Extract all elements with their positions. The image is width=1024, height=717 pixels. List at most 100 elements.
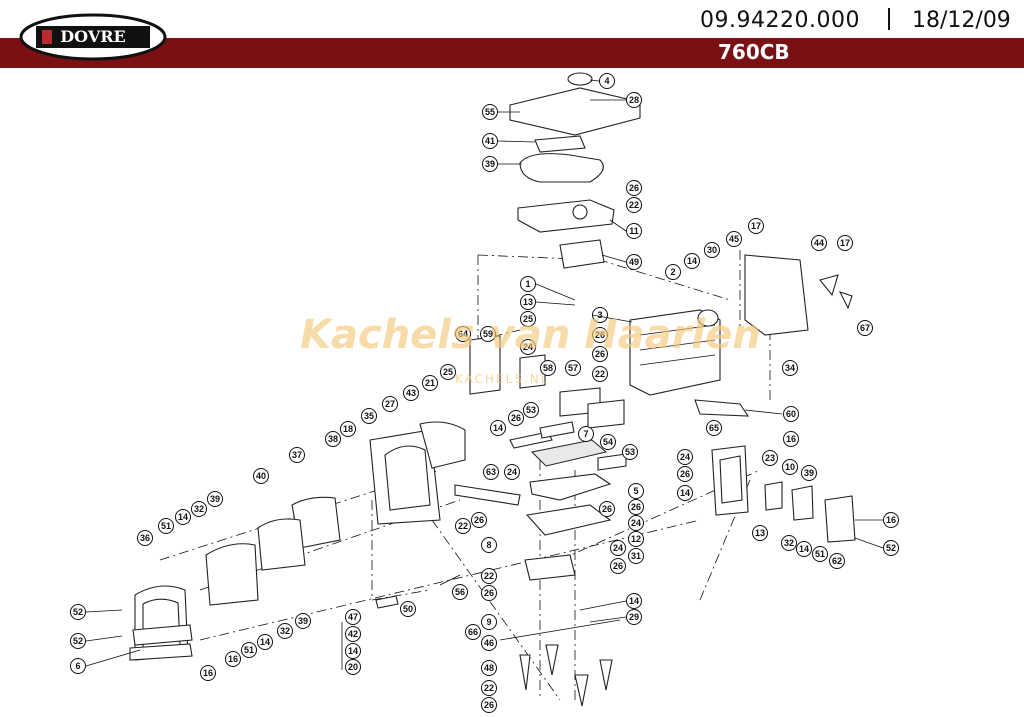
callout: 39 [295, 613, 311, 629]
svg-text:32: 32 [194, 504, 204, 514]
callout: 23 [762, 450, 778, 466]
callout: 8 [481, 537, 497, 553]
part-deflector [419, 421, 466, 469]
callout: 24 [628, 515, 644, 531]
svg-text:42: 42 [348, 629, 358, 639]
callout: 34 [782, 360, 798, 376]
svg-text:26: 26 [511, 413, 521, 423]
callout: 38 [325, 431, 341, 447]
svg-text:13: 13 [523, 297, 533, 307]
svg-text:43: 43 [406, 388, 416, 398]
callout: 26 [599, 501, 615, 517]
callout: 57 [565, 360, 581, 376]
legs-and-hardware [341, 574, 621, 707]
callout: 58 [540, 360, 556, 376]
callout: 27 [382, 396, 398, 412]
callout: 50 [400, 601, 416, 617]
watermark-text: Kachels van Haarlen [300, 312, 761, 358]
callout: 22 [592, 366, 608, 382]
svg-text:53: 53 [625, 447, 635, 457]
callout: 14 [796, 541, 812, 557]
svg-text:63: 63 [486, 467, 496, 477]
callout: 26 [471, 512, 487, 528]
callout: 65 [706, 420, 722, 436]
svg-text:16: 16 [228, 654, 238, 664]
svg-text:24: 24 [631, 518, 641, 528]
svg-text:30: 30 [707, 245, 717, 255]
callout: 44 [811, 235, 827, 251]
svg-text:20: 20 [348, 662, 358, 672]
svg-text:47: 47 [348, 612, 358, 622]
svg-text:55: 55 [485, 107, 495, 117]
svg-text:52: 52 [886, 543, 896, 553]
document-date: 18/12/09 [912, 8, 1011, 33]
svg-text:51: 51 [815, 549, 825, 559]
svg-text:17: 17 [751, 221, 761, 231]
svg-text:22: 22 [629, 200, 639, 210]
svg-text:14: 14 [348, 646, 358, 656]
callout: 53 [622, 444, 638, 460]
callout: 49 [626, 254, 642, 270]
svg-text:34: 34 [785, 363, 795, 373]
model-title: 760CB [718, 40, 790, 64]
front-door [129, 585, 193, 661]
callout: 16 [225, 651, 241, 667]
callout: 14 [257, 634, 273, 650]
svg-text:18: 18 [343, 424, 353, 434]
svg-text:52: 52 [73, 607, 83, 617]
svg-text:14: 14 [680, 488, 690, 498]
svg-text:26: 26 [631, 502, 641, 512]
part-vent-grille [824, 495, 856, 543]
callout: 52 [883, 540, 899, 556]
callout: 11 [626, 223, 642, 239]
svg-text:51: 51 [244, 645, 254, 655]
svg-text:5: 5 [633, 486, 638, 496]
svg-text:29: 29 [629, 612, 639, 622]
callout: 24 [677, 449, 693, 465]
svg-text:59: 59 [483, 329, 493, 339]
svg-text:14: 14 [178, 512, 188, 522]
callout: 14 [345, 643, 361, 659]
part-gasket-plate [534, 135, 586, 153]
svg-text:44: 44 [814, 238, 824, 248]
svg-text:14: 14 [687, 256, 697, 266]
svg-text:3: 3 [597, 310, 602, 320]
svg-text:22: 22 [484, 571, 494, 581]
document-number: 09.94220.000 [700, 8, 860, 33]
callout: 63 [483, 464, 499, 480]
svg-text:26: 26 [595, 330, 605, 340]
side-door [711, 445, 856, 543]
callout: 26 [592, 346, 608, 362]
svg-text:25: 25 [443, 367, 453, 377]
glass-panels [205, 496, 341, 606]
svg-text:12: 12 [631, 534, 641, 544]
callout: 28 [626, 92, 642, 108]
callout: 24 [504, 464, 520, 480]
callout: 14 [684, 253, 700, 269]
callout: 32 [781, 535, 797, 551]
svg-text:8: 8 [486, 540, 491, 550]
svg-text:24: 24 [523, 342, 533, 352]
part-heat-shield [744, 254, 809, 336]
svg-text:24: 24 [507, 467, 517, 477]
svg-text:48: 48 [484, 663, 494, 673]
callout: 62 [829, 553, 845, 569]
callout: 41 [482, 133, 498, 149]
callout: 60 [783, 406, 799, 422]
callout: 64 [455, 326, 471, 342]
callout: 16 [883, 512, 899, 528]
svg-text:65: 65 [709, 423, 719, 433]
svg-text:39: 39 [485, 159, 495, 169]
callout: 24 [610, 540, 626, 556]
callout: 47 [345, 609, 361, 625]
svg-text:23: 23 [765, 453, 775, 463]
svg-text:27: 27 [385, 399, 395, 409]
callout: 14 [677, 485, 693, 501]
part-grate [530, 439, 608, 467]
svg-text:37: 37 [292, 450, 302, 460]
svg-text:38: 38 [328, 434, 338, 444]
callout: 6 [70, 658, 86, 674]
callout: 51 [158, 518, 174, 534]
callout: 52 [70, 604, 86, 620]
